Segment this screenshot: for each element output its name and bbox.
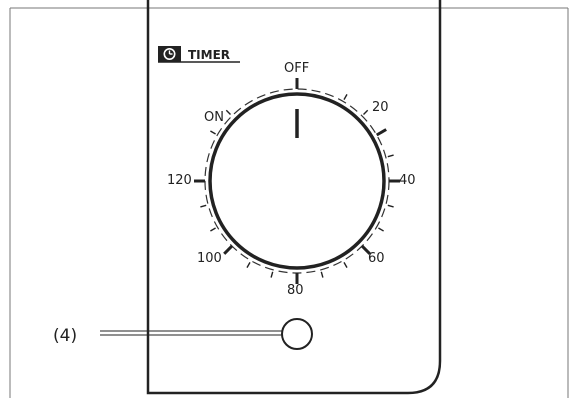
- dial-minor-tick: [387, 204, 394, 208]
- label-100: 100: [197, 251, 222, 266]
- dial-minor-tick: [343, 94, 348, 100]
- indicator-lamp: [281, 318, 313, 350]
- dial-minor-tick: [378, 227, 384, 232]
- timer-knob[interactable]: [208, 92, 386, 270]
- dial-minor-tick: [270, 271, 274, 278]
- clock-icon: [163, 47, 176, 60]
- dial-minor-tick: [320, 271, 324, 278]
- control-panel-outline: [146, 0, 442, 395]
- timer-title: TIMER: [158, 46, 240, 63]
- dial-major-tick: [223, 245, 233, 255]
- label-60: 60: [368, 251, 385, 266]
- dial-minor-tick: [363, 109, 369, 115]
- dial-minor-tick: [200, 204, 207, 208]
- dial-ticks: [194, 78, 400, 284]
- label-120: 120: [167, 173, 192, 188]
- label-40: 40: [399, 173, 416, 188]
- dial-major-tick: [375, 128, 387, 137]
- dial-minor-tick: [387, 154, 394, 158]
- timer-title-text: TIMER: [188, 48, 230, 62]
- callout-label: (4): [53, 326, 77, 346]
- label-20: 20: [372, 100, 389, 115]
- dial-minor-tick: [210, 130, 216, 135]
- label-off: OFF: [284, 61, 309, 76]
- dial-minor-tick: [210, 227, 216, 232]
- dial-major-tick: [361, 245, 371, 255]
- dial-minor-tick: [246, 262, 251, 268]
- dial-minor-tick: [225, 109, 231, 115]
- dial-minor-tick: [343, 262, 348, 268]
- label-on: ON: [204, 110, 224, 125]
- label-80: 80: [287, 283, 304, 298]
